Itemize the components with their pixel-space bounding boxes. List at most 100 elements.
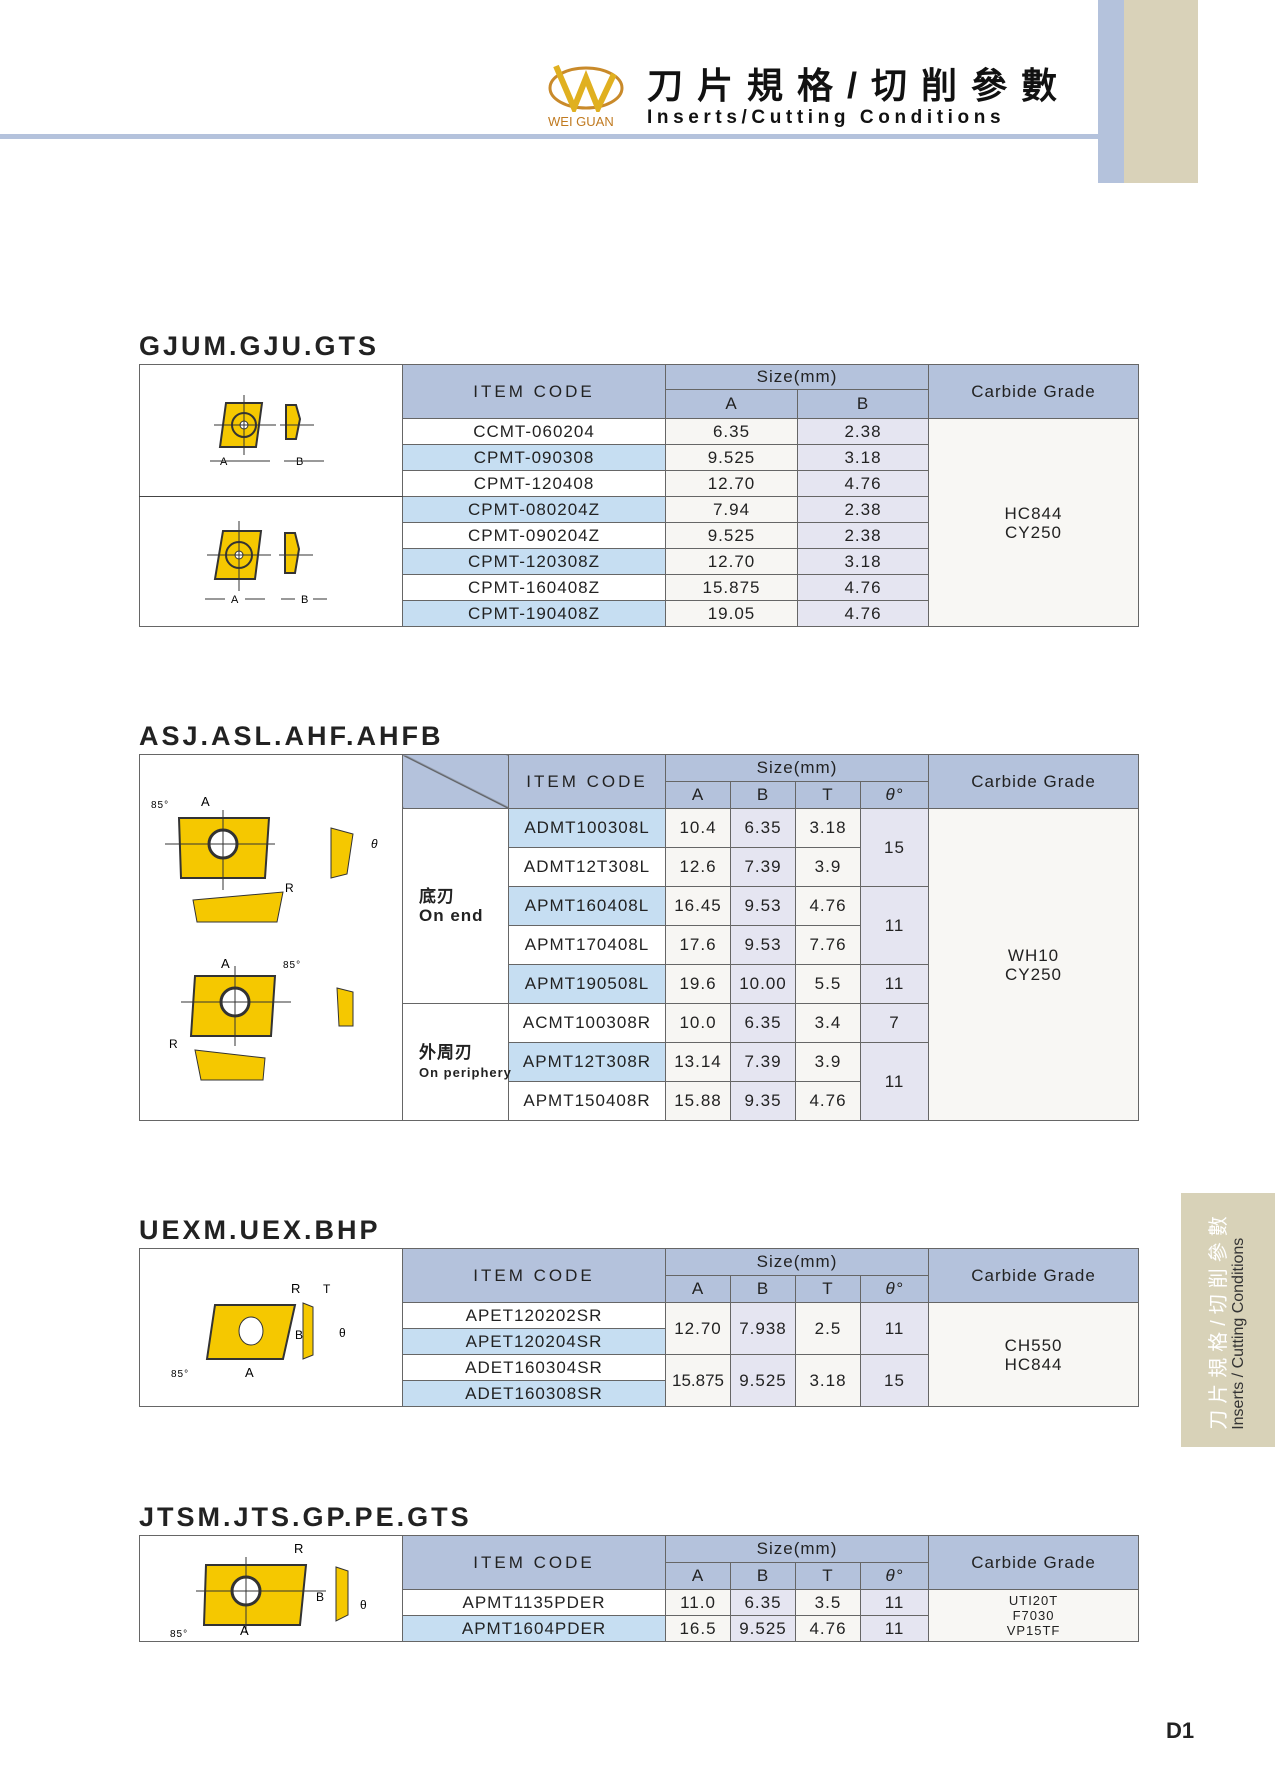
svg-text:85°: 85° [283,960,301,971]
item-code-header: ITEM CODE [508,754,666,809]
size-t: 3.18 [795,808,861,848]
page-number: D1 [1166,1718,1195,1743]
grade-header: Carbide Grade [928,364,1139,419]
item-code: CPMT-120308Z [402,548,666,575]
svg-text:T: T [323,1282,331,1296]
size-t: 3.9 [795,1042,861,1082]
item-code: CPMT-120408 [402,470,666,497]
size-b: 9.525 [730,1615,796,1642]
svg-text:85°: 85° [170,1629,188,1639]
item-code-header: ITEM CODE [402,1535,666,1590]
page-title-zh: 刀片規格/切削參數 [647,65,1072,106]
header-beige-bar [1124,0,1198,183]
size-theta: 7 [859,1003,930,1043]
size-b: 2.38 [797,522,929,549]
item-code: CCMT-060204 [402,418,666,445]
item-code: ADMT12T308L [508,847,666,887]
table-row: APET120204SR [140,1328,1139,1355]
header-rule [0,134,1098,139]
item-code: CPMT-080204Z [402,496,666,523]
col-b-header: B [730,1562,796,1590]
item-code: CPMT-090308 [402,444,666,471]
size-b: 3.18 [797,548,929,575]
size-theta: 11 [859,1042,930,1121]
col-t-header: T [795,1562,861,1590]
item-code: APET120202SR [402,1302,666,1329]
item-code: ADET160304SR [402,1354,666,1381]
size-t: 3.9 [795,847,861,887]
section-title: JTSM.JTS.GP.PE.GTS [139,1502,472,1532]
col-a-header: A [665,1275,731,1303]
section-title: ASJ.ASL.AHF.AHFB [139,721,444,751]
svg-text:B: B [296,456,304,468]
col-a-header: A [665,1562,731,1590]
col-theta-header: θ° [859,1275,930,1303]
size-theta: 11 [859,1589,930,1616]
size-a: 11.0 [665,1589,731,1616]
svg-text:R: R [294,1541,304,1556]
item-code: APMT1604PDER [402,1615,666,1642]
size-t: 3.18 [795,1354,861,1407]
size-b: 2.38 [797,418,929,445]
item-code: ACMT100308R [508,1003,666,1043]
size-t: 5.5 [795,964,861,1004]
item-code: APMT150408R [508,1081,666,1121]
col-t-header: T [795,781,861,809]
size-a: 7.94 [665,496,798,523]
section-title: GJUM.GJU.GTS [139,331,380,361]
size-b: 6.35 [730,1589,796,1616]
svg-text:R: R [169,1037,179,1051]
page-title-en: Inserts/Cutting Conditions [647,107,1006,128]
size-b: 4.76 [797,470,929,497]
size-a: 12.70 [665,1302,731,1355]
side-tab-zh: 刀片規格/切削參數 [1208,1210,1230,1430]
brand-name: WEI GUAN [548,114,614,129]
size-header: Size(mm) [664,754,930,782]
svg-text:R: R [285,881,295,895]
size-b: 9.35 [730,1081,796,1121]
item-code-header: ITEM CODE [402,1248,666,1303]
size-a: 16.5 [665,1615,731,1642]
side-tab-en: Inserts / Cutting Conditions [1230,1237,1247,1430]
size-b: 7.938 [730,1302,796,1355]
svg-text:θ: θ [371,837,379,851]
col-b-header: B [730,1275,796,1303]
svg-text:B: B [295,1328,304,1342]
size-theta: 11 [859,1302,930,1355]
header-blue-bar [1098,0,1124,183]
size-b: 2.38 [797,496,929,523]
svg-text:A: A [245,1365,255,1380]
svg-text:A: A [201,794,211,809]
size-a: 12.70 [665,548,798,575]
size-a: 10.4 [665,808,731,848]
size-b: 4.76 [797,574,929,601]
svg-text:85°: 85° [151,800,169,811]
svg-text:A: A [220,456,228,468]
